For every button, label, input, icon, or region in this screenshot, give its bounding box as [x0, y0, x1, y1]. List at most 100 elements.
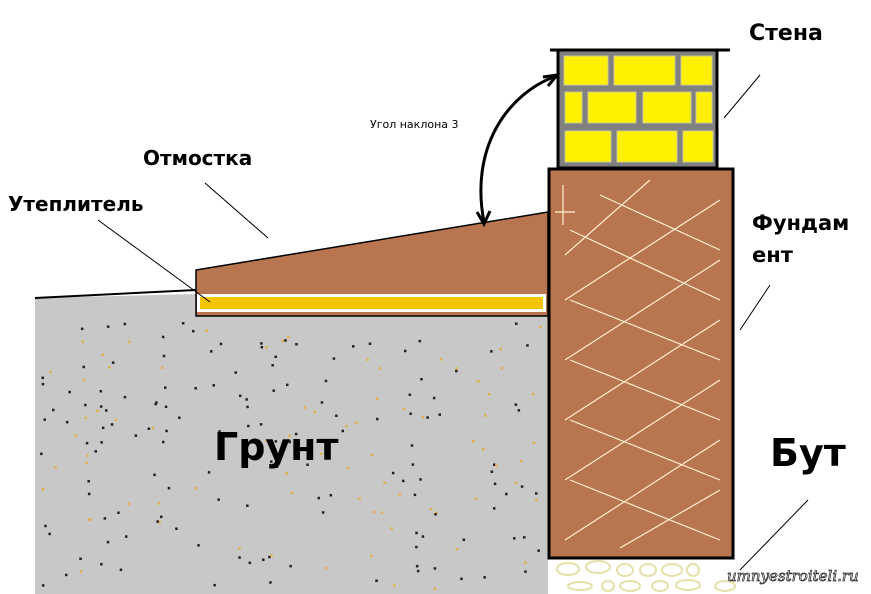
soil-particle [54, 465, 57, 469]
soil-particle [275, 465, 279, 468]
soil-particle [68, 390, 71, 394]
soil-particle [265, 346, 268, 349]
soil-particle [167, 486, 171, 490]
soil-particle [515, 322, 518, 325]
soil-particle [433, 587, 437, 591]
soil-particle [477, 380, 480, 383]
soil-particle [493, 482, 497, 486]
soil-particle [164, 405, 168, 408]
soil-particle [100, 562, 103, 566]
soil-particle [192, 329, 195, 333]
soil-particle [413, 493, 417, 497]
soil-particle [40, 452, 43, 456]
soil-particle [303, 406, 307, 409]
soil-particle [271, 364, 274, 367]
rubble-stones [556, 560, 736, 592]
soil-particle [217, 498, 220, 501]
soil-particle [147, 427, 151, 430]
soil-particle [472, 440, 475, 443]
soil-particle [520, 485, 524, 488]
soil-particle [262, 558, 265, 561]
bricks [563, 55, 714, 163]
soil-particle [317, 496, 320, 500]
soil-particle [398, 493, 401, 496]
soil-particle [238, 556, 241, 559]
soil-particle [99, 390, 103, 393]
soil-particle [411, 463, 415, 466]
soil-particle [352, 345, 355, 348]
soil-particle [151, 426, 155, 429]
soil-particle [408, 393, 412, 396]
soil-particle [415, 564, 419, 568]
soil-particle [181, 322, 185, 325]
soil-particle [162, 440, 165, 444]
soil-particle [245, 398, 248, 401]
soil-particle [194, 487, 198, 490]
soil-particle [535, 498, 538, 502]
soil-particle [272, 389, 275, 392]
soil-particle [219, 342, 223, 346]
slope-angle-arrow [475, 72, 561, 228]
soil-particle [421, 416, 425, 419]
soil-particle [519, 459, 523, 463]
soil-particle [539, 325, 542, 329]
soil-particle [41, 376, 44, 380]
soil-particle [81, 340, 84, 343]
soil-particle [165, 429, 168, 433]
soil-particle [86, 454, 89, 458]
soil-particle [155, 401, 158, 404]
soil-particle [205, 329, 208, 332]
soil-particle [410, 444, 414, 447]
soil-particle [156, 520, 159, 523]
soil-particle [370, 453, 373, 457]
soil-particle [329, 494, 333, 497]
soil-particle [43, 418, 46, 421]
soil-particle [212, 384, 215, 387]
soil-particle [260, 342, 263, 345]
soil-particle [535, 492, 538, 495]
soil-particle [111, 361, 115, 364]
soil-particle [87, 492, 91, 496]
soil-particle [294, 432, 298, 436]
soil-particle [484, 414, 487, 417]
soil-particle [247, 424, 250, 428]
soil-particle [79, 570, 83, 573]
soil-particle [313, 410, 316, 413]
label-blind-area: Отмостка [143, 146, 252, 170]
soil-particle [341, 429, 344, 433]
soil-particle [426, 416, 429, 419]
soil-particle [514, 403, 518, 406]
soil-particle [383, 481, 386, 484]
soil-particle [392, 584, 396, 587]
soil-particle [532, 441, 536, 444]
leader-lines [97, 74, 809, 571]
soil-particle [368, 342, 372, 345]
soil-particle [391, 471, 395, 475]
soil-particle [524, 570, 527, 573]
soil-particle [421, 535, 425, 538]
soil-particle [265, 439, 268, 443]
soil-particle [274, 355, 277, 358]
soil-particle [284, 339, 287, 342]
soil-particle [524, 561, 527, 564]
soil-particle [455, 367, 458, 370]
soil-particle [83, 378, 86, 381]
soil-particle [270, 554, 273, 557]
soil-particle [114, 418, 117, 422]
foundation-block [547, 167, 735, 560]
soil-particle [402, 407, 405, 411]
soil-particle [157, 502, 160, 505]
ground-line [34, 289, 197, 299]
soil-particle [80, 327, 84, 331]
soil-particle [355, 421, 358, 424]
soil-particle [79, 557, 82, 560]
soil-particle [210, 350, 213, 353]
soil-particle [320, 452, 323, 456]
soil-particle [218, 430, 221, 433]
soil-particle [197, 544, 200, 547]
soil-particle [48, 532, 51, 536]
label-insulation: Утеплитель [8, 192, 144, 216]
soil-particle [108, 366, 111, 369]
soil-particle [358, 497, 361, 500]
soil-particle [162, 354, 166, 358]
